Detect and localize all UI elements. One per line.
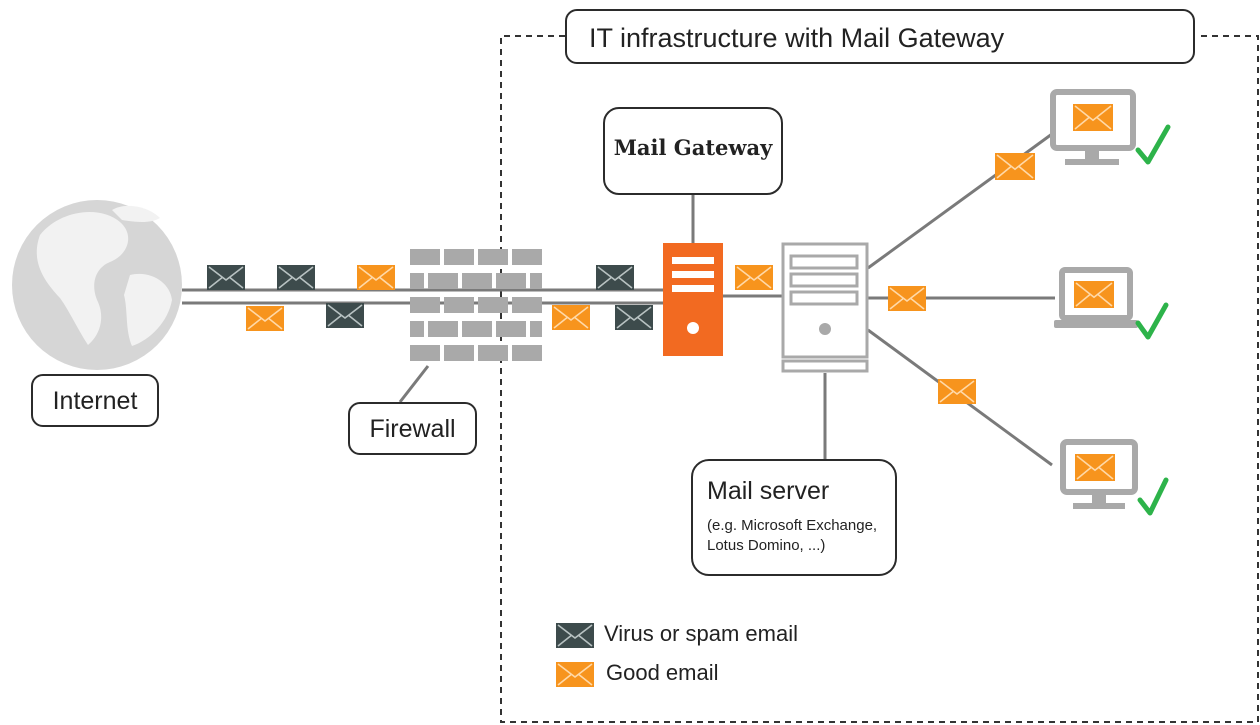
mail-gateway-appliance-icon — [663, 243, 723, 356]
legend-virus-label: Virus or spam email — [604, 621, 798, 646]
legend-spam-email-icon — [556, 623, 594, 648]
mail-server-note: (e.g. Microsoft Exchange, Lotus Domino, … — [707, 517, 878, 554]
internet-label: Internet — [31, 374, 159, 427]
diagram-title: IT infrastructure with Mail Gateway — [565, 9, 1195, 64]
good-email-icon — [888, 286, 926, 311]
good-email-icon — [1073, 104, 1113, 131]
check-icon — [1135, 302, 1169, 340]
good-email-icon — [357, 265, 395, 290]
spam-email-icon — [326, 303, 364, 328]
good-email-icon — [1074, 281, 1114, 308]
mail-server-label-box: Mail server (e.g. Microsoft Exchange, Lo… — [691, 459, 897, 576]
desktop-computer-icon — [1060, 439, 1138, 509]
mail-gateway-label: Mail Gateway — [603, 107, 783, 195]
spam-email-icon — [207, 265, 245, 290]
good-email-icon — [995, 153, 1035, 180]
globe-icon — [12, 200, 182, 370]
good-email-icon — [1075, 454, 1115, 481]
good-email-icon — [938, 379, 976, 404]
spam-email-icon — [277, 265, 315, 290]
firewall-label: Firewall — [348, 402, 477, 455]
good-email-icon — [552, 305, 590, 330]
spam-email-icon — [615, 305, 653, 330]
server-indicator — [819, 323, 831, 335]
spam-email-icon — [596, 265, 634, 290]
good-email-icon — [246, 306, 284, 331]
firewall-wall-icon — [410, 249, 542, 361]
check-icon — [1135, 124, 1171, 165]
good-email-icon — [735, 265, 773, 290]
mail-server-label: Mail server — [707, 477, 830, 505]
desktop-computer-icon — [1050, 89, 1136, 165]
legend-good-email-icon — [556, 662, 594, 687]
check-icon — [1137, 477, 1169, 516]
infrastructure-boundary — [500, 35, 1259, 723]
legend-good-label: Good email — [606, 660, 719, 685]
mail-server-icon — [781, 242, 869, 373]
laptop-computer-icon — [1054, 267, 1138, 328]
